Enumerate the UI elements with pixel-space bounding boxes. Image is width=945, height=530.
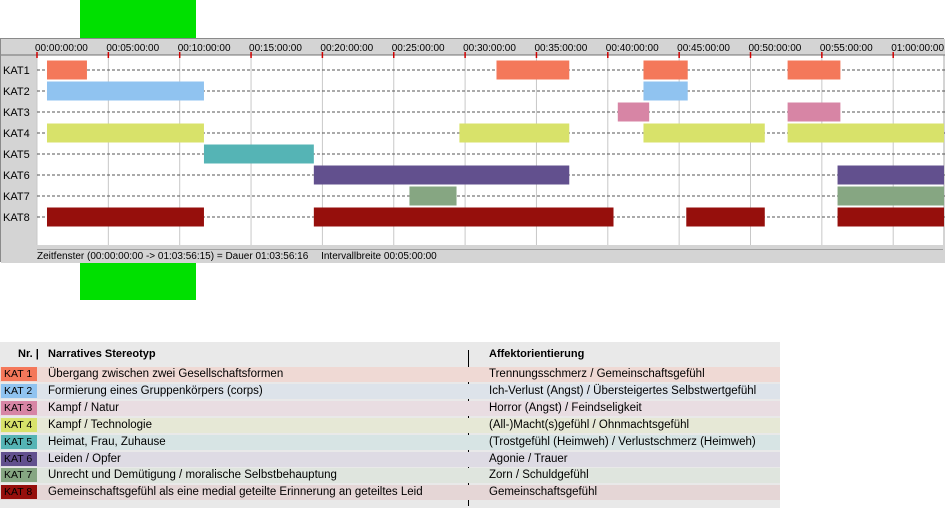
legend-category-badge: KAT 5 [1, 434, 37, 449]
legend-narrative: Kampf / Technologie [48, 418, 152, 431]
legend-affect: Ich-Verlust (Angst) / Übersteigertes Sel… [489, 384, 757, 397]
legend-affect: Agonie / Trauer [489, 452, 568, 465]
interval-bar [313, 207, 614, 227]
legend-narrative: Übergang zwischen zwei Gesellschaftsform… [48, 368, 284, 380]
interval-bar [46, 207, 204, 227]
tick-label: 00:55:00:00 [820, 43, 873, 54]
legend-affect: Gemeinschaftsgefühl [489, 486, 598, 499]
legend-narrative: Unrecht und Demütigung / moralische Selb… [48, 469, 337, 482]
legend-col-affect: Affektorientierung [489, 348, 585, 360]
highlight-marker-bottom [80, 262, 196, 300]
tick-label: 00:05:00:00 [106, 43, 159, 54]
timeline-svg: 00:00:00:00 00:05:00:00 00:10:00:00 00:15:0… [1, 39, 945, 263]
interval-bar [787, 123, 944, 143]
legend-affect: Zorn / Schuldgefühl [489, 469, 589, 482]
legend-narrative: Leiden / Opfer [48, 452, 121, 465]
legend-category-badge: KAT 1 [1, 367, 37, 381]
tick-label: 00:35:00:00 [534, 43, 587, 54]
tick-label: 00:30:00:00 [463, 43, 516, 54]
highlight-marker-top [80, 0, 196, 38]
interval-bar [46, 81, 204, 101]
legend-narrative: Gemeinschaftsgefühl als eine medial gete… [48, 486, 423, 499]
tick-label: 00:15:00:00 [249, 43, 302, 54]
legend-category-badge: KAT 8 [1, 485, 37, 500]
legend-col-narrative: Narratives Stereotyp [48, 348, 156, 360]
interval-bar [313, 165, 570, 185]
legend-category-badge: KAT 2 [1, 383, 37, 398]
status-window: Zeitfenster (00:00:00:00 -> 01:03:56:15)… [37, 251, 309, 262]
interval-bar [46, 123, 204, 143]
legend-affect: (Trostgefühl (Heimweh) / Verlustschmerz … [489, 435, 756, 448]
category-label: KAT5 [3, 149, 30, 161]
legend-category-badge: KAT 4 [1, 417, 37, 432]
legend-table: Nr. | Narratives Stereotyp Affektorienti… [0, 342, 780, 508]
tick-label: 00:00:00:00 [35, 43, 88, 54]
interval-bar [643, 60, 688, 80]
legend-narrative: Heimat, Frau, Zuhause [48, 435, 166, 448]
legend-category-badge: KAT 7 [1, 468, 37, 483]
tick-label: 00:40:00:00 [606, 43, 659, 54]
legend-row: KAT 1 Übergang zwischen zwei Gesellschaft… [0, 367, 780, 382]
category-label: KAT2 [3, 86, 30, 98]
legend-row: KAT 7 Unrecht und Demütigung / moralische… [0, 468, 780, 484]
legend-row: KAT 6 Leiden / Opfer Agonie / Trauer [0, 451, 780, 467]
legend-affect: Horror (Angst) / Feindseligkeit [489, 401, 642, 414]
category-label: KAT6 [3, 170, 30, 182]
interval-bar [409, 186, 457, 206]
legend-narrative: Formierung eines Gruppenkörpers (corps) [48, 384, 263, 397]
tick-label: 00:25:00:00 [392, 43, 445, 54]
legend-row: KAT 3 Kampf / Natur Horror (Angst) / Feind… [0, 400, 780, 416]
status-bar: Zeitfenster (00:00:00:00 -> 01:03:56:15)… [37, 249, 943, 263]
category-label: KAT3 [3, 107, 30, 119]
legend-affect: Trennungsschmerz / Gemeinschaftsgefühl [489, 368, 705, 380]
legend-affect: (All-)Macht(s)gefühl / Ohnmachtsgefühl [489, 418, 690, 431]
interval-bar [459, 123, 570, 143]
legend-col-nr: Nr. | [18, 348, 39, 360]
tick-label: 00:20:00:00 [320, 43, 373, 54]
legend-row: KAT 5 Heimat, Frau, Zuhause (Trostgefühl (… [0, 434, 780, 450]
category-label: KAT1 [3, 65, 30, 77]
tick-label: 00:45:00:00 [677, 43, 730, 54]
interval-bar [203, 144, 314, 164]
interval-bar [46, 60, 87, 80]
legend-category-badge: KAT 3 [1, 400, 37, 415]
interval-bar [787, 102, 841, 122]
tick-label: 00:50:00:00 [749, 43, 802, 54]
interval-bar [686, 207, 765, 227]
legend-row: KAT 8 Gemeinschaftsgefühl als eine medial… [0, 485, 780, 501]
legend-narrative: Kampf / Natur [48, 401, 119, 414]
interval-bar [837, 165, 944, 185]
category-label: KAT8 [3, 212, 30, 224]
legend-row: KAT 4 Kampf / Technologie (All-)Macht(s)ge… [0, 417, 780, 433]
interval-bar [643, 123, 765, 143]
legend-category-badge: KAT 6 [1, 451, 37, 466]
interval-bar [643, 81, 688, 101]
interval-bar [496, 60, 570, 80]
category-label: KAT4 [3, 128, 30, 140]
status-interval: Intervallbreite 00:05:00:00 [321, 251, 437, 262]
timeline-chart: 00:00:00:00 00:05:00:00 00:10:00:00 00:15:0… [0, 38, 945, 263]
category-label: KAT7 [3, 191, 30, 203]
legend-row: KAT 2 Formierung eines Gruppenkörpers (co… [0, 383, 780, 399]
tick-label: 00:10:00:00 [178, 43, 231, 54]
tick-label: 01:00:00:00 [891, 43, 944, 54]
interval-bar [837, 207, 944, 227]
interval-bar [787, 60, 841, 80]
interval-bar [837, 186, 944, 206]
interval-bar [617, 102, 650, 122]
